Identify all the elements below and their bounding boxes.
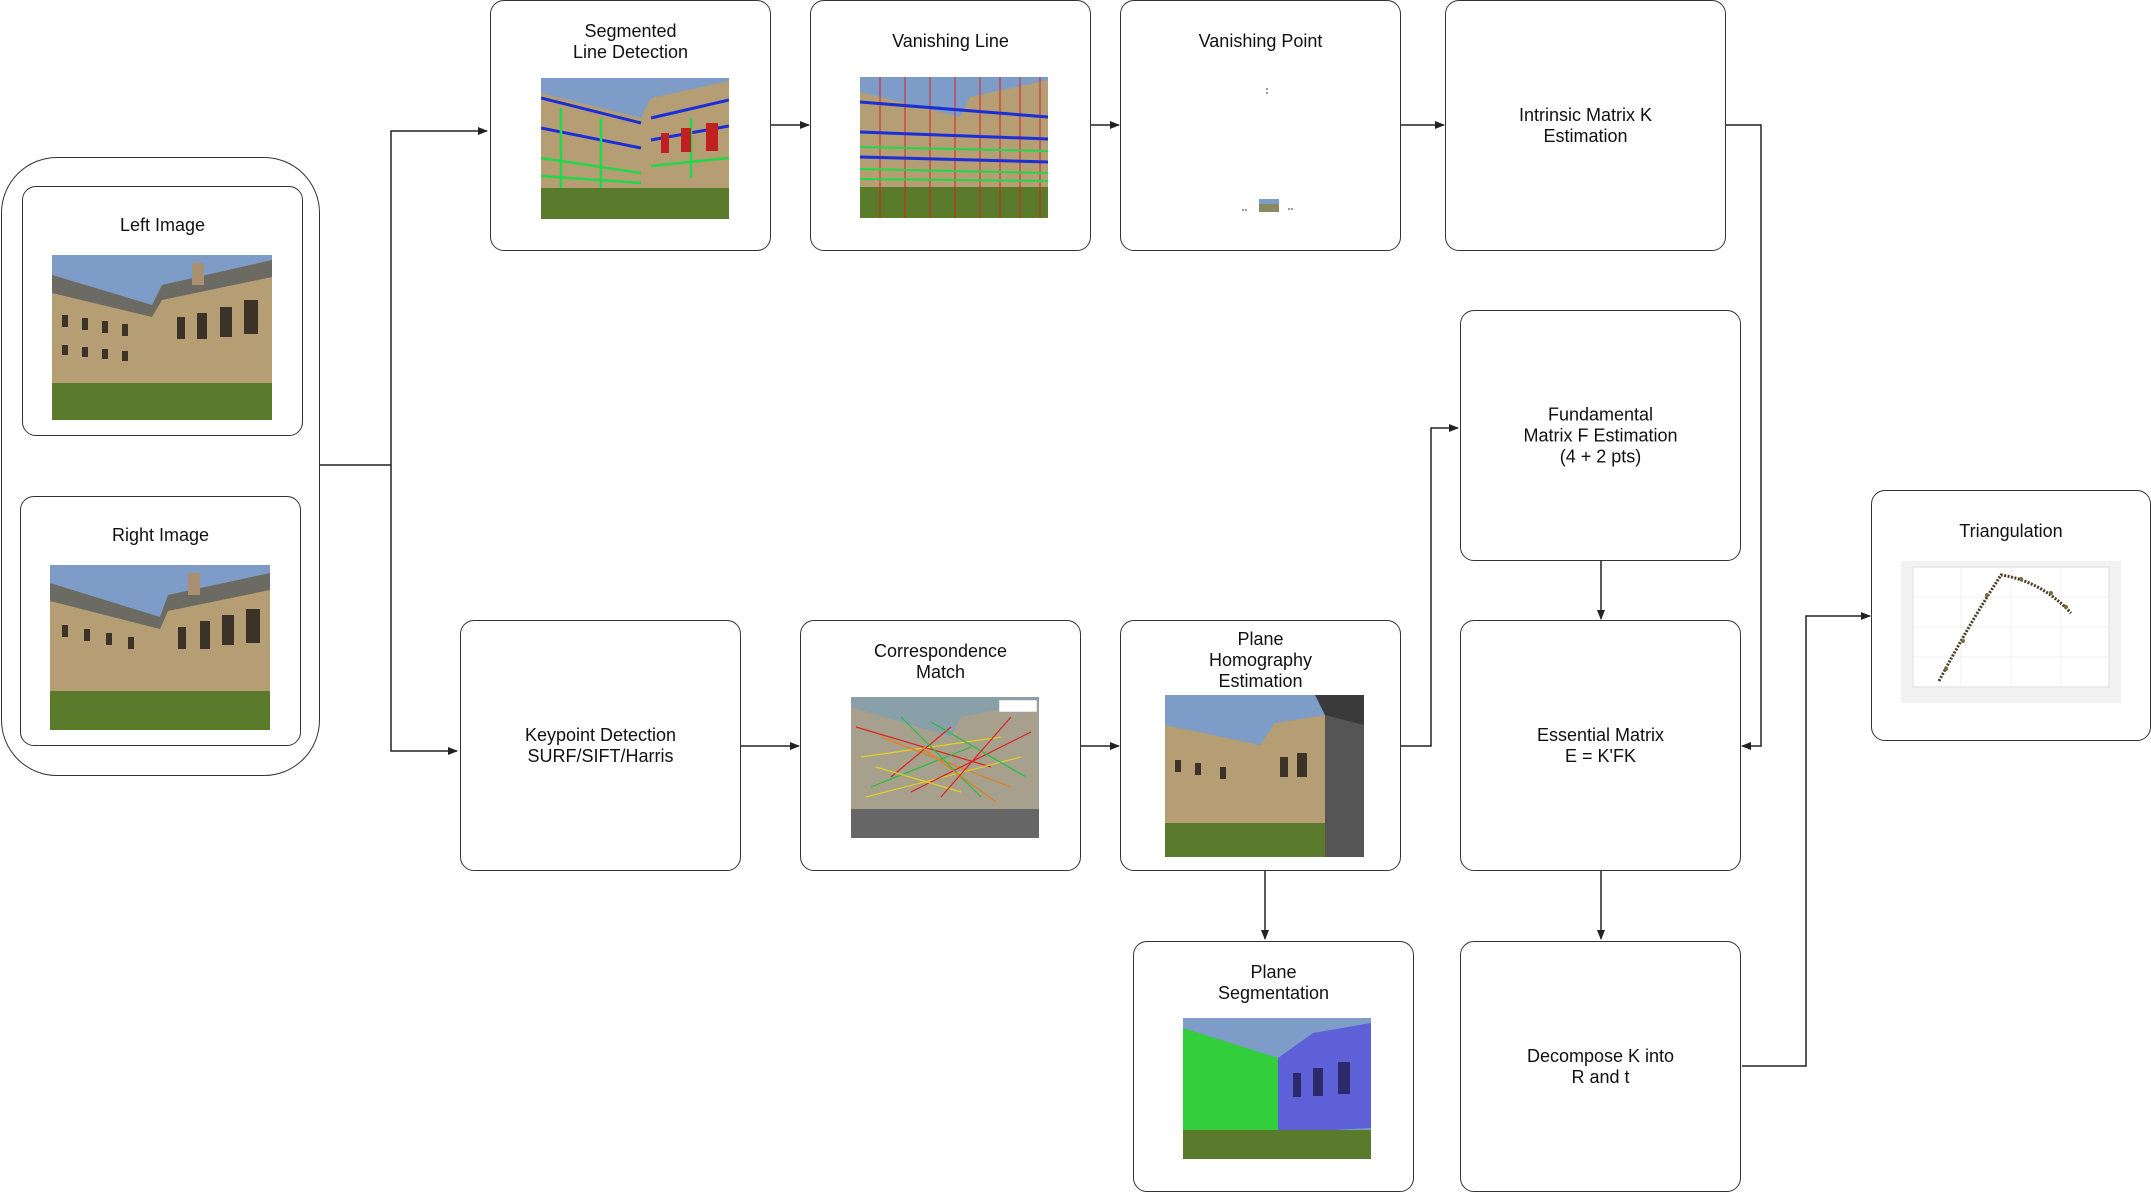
arrow-to-segmented-line bbox=[390, 127, 488, 465]
arrow-decompose-to-triangulation bbox=[1742, 612, 1871, 1067]
plane-homography-label: Plane Homography Estimation bbox=[1208, 629, 1313, 691]
left-image-photo bbox=[52, 255, 272, 420]
correspondence-match-image bbox=[851, 697, 1039, 838]
vanishing-line-node: Vanishing Line bbox=[810, 0, 1091, 251]
segmented-line-detection-node: Segmented Line Detection bbox=[490, 0, 771, 251]
fundamental-matrix-label: Fundamental Matrix F Estimation (4 + 2 p… bbox=[1523, 404, 1678, 466]
keypoint-detection-node: Keypoint Detection SURF/SIFT/Harris bbox=[460, 620, 741, 871]
left-image-label: Left Image bbox=[119, 215, 206, 235]
intrinsic-matrix-label: Intrinsic Matrix K Estimation bbox=[1518, 104, 1653, 146]
segmented-line-image bbox=[541, 78, 729, 219]
intrinsic-matrix-node: Intrinsic Matrix K Estimation bbox=[1445, 0, 1726, 251]
plane-segmentation-label: Plane Segmentation bbox=[1217, 962, 1330, 1003]
correspondence-match-label: Correspondence Match bbox=[873, 641, 1008, 682]
segmented-line-detection-label: Segmented Line Detection bbox=[572, 21, 689, 62]
right-image-node: Right Image bbox=[20, 496, 301, 746]
essential-matrix-label: Essential Matrix E = K'FK bbox=[1536, 724, 1665, 766]
vanishing-line-label: Vanishing Line bbox=[892, 31, 1009, 51]
vanishing-point-node: Vanishing Point bbox=[1120, 0, 1401, 251]
decompose-node: Decompose K into R and t bbox=[1460, 941, 1741, 1192]
left-image-node: Left Image bbox=[22, 186, 303, 436]
plane-segmentation-node: Plane Segmentation bbox=[1133, 941, 1414, 1192]
correspondence-match-node: Correspondence Match bbox=[800, 620, 1081, 871]
input-images-group bbox=[1, 157, 320, 776]
arrow-homography-to-fundamental bbox=[1401, 424, 1459, 747]
arrow-to-keypoint bbox=[390, 465, 458, 755]
triangulation-node: Triangulation bbox=[1871, 490, 2151, 741]
plane-homography-node: Plane Homography Estimation bbox=[1120, 620, 1401, 871]
essential-matrix-node: Essential Matrix E = K'FK bbox=[1460, 620, 1741, 871]
vanishing-line-image bbox=[860, 77, 1048, 218]
triangulation-plot bbox=[1901, 561, 2121, 703]
arrow-intrinsic-to-essential bbox=[1726, 124, 1762, 750]
triangulation-label: Triangulation bbox=[1959, 521, 2063, 541]
right-image-photo bbox=[50, 565, 270, 730]
vanishing-point-label: Vanishing Point bbox=[1198, 31, 1323, 51]
keypoint-detection-label: Keypoint Detection SURF/SIFT/Harris bbox=[524, 724, 677, 766]
fundamental-matrix-node: Fundamental Matrix F Estimation (4 + 2 p… bbox=[1460, 310, 1741, 561]
vanishing-point-image bbox=[1231, 81, 1301, 216]
plane-homography-image bbox=[1165, 695, 1364, 857]
decompose-label: Decompose K into R and t bbox=[1526, 1045, 1675, 1087]
right-image-label: Right Image bbox=[111, 525, 210, 545]
plane-segmentation-image bbox=[1183, 1018, 1371, 1159]
